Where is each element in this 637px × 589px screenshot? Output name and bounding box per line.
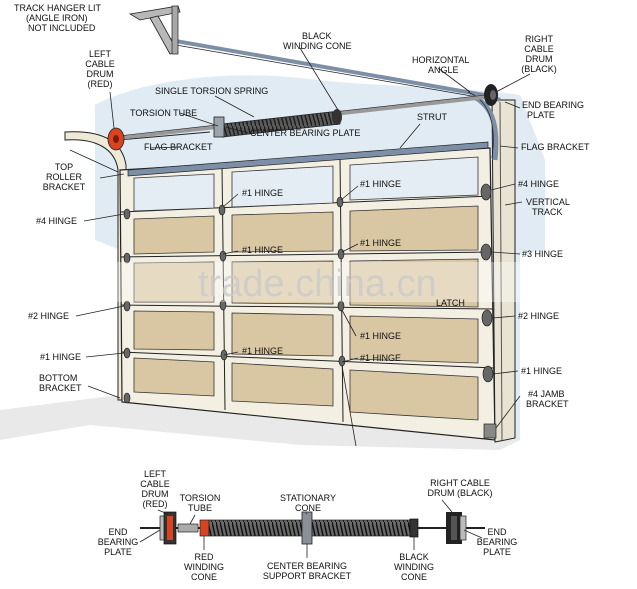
label-torsion-tube: TORSION TUBE — [130, 108, 197, 118]
asm-black-cone-3: CONE — [401, 572, 427, 582]
asm-center-support-2: SUPPORT BRACKET — [263, 571, 352, 581]
leader-lines — [75, 47, 531, 447]
label-left-drum-2: CABLE — [85, 59, 115, 69]
asm-end-right-1: END — [487, 527, 507, 537]
watermark: trade.china.cn — [0, 262, 637, 305]
hinges — [123, 183, 494, 404]
label-hinge4-right: #4 HINGE — [518, 179, 559, 189]
asm-end-left-1: END — [108, 527, 128, 537]
diagram-labels: TRACK HANGER LIT (ANGLE IRON) NOT INCLUD… — [14, 3, 590, 409]
asm-end-right-2: BEARING — [477, 537, 518, 547]
label-single-spring: SINGLE TORSION SPRING — [155, 86, 268, 96]
label-horizontal-angle-1: HORIZONTAL — [412, 55, 469, 65]
label-left-drum-4: (RED) — [88, 79, 113, 89]
label-hinge-e: #1 HINGE — [360, 331, 401, 341]
label-top-roller-1: TOP — [55, 162, 73, 172]
label-flag-right: FLAG BRACKET — [521, 142, 590, 152]
label-bottom-bracket-1: BOTTOM — [39, 373, 77, 383]
asm-stationary-2: CONE — [295, 503, 321, 513]
asm-black-cone-2: WINDING — [394, 562, 434, 572]
label-black-cone-2: WINDING CONE — [283, 41, 352, 51]
label-jamb-1: #4 JAMB — [528, 389, 565, 399]
label-strut: STRUT — [417, 112, 447, 122]
label-center-plate: CENTER BEARING PLATE — [250, 128, 360, 138]
label-hinge2-right: #2 HINGE — [518, 311, 559, 321]
asm-left-drum-2: CABLE — [140, 479, 170, 489]
asm-stationary-1: STATIONARY — [280, 493, 336, 503]
label-hinge-a: #1 HINGE — [242, 188, 283, 198]
label-latch: LATCH — [436, 298, 465, 308]
assembly-leaders — [139, 499, 483, 558]
asm-red-cone-3: CONE — [191, 572, 217, 582]
label-left-drum-1: LEFT — [89, 49, 112, 59]
asm-black-cone-1: BLACK — [399, 552, 429, 562]
label-right-drum-4: (BLACK) — [521, 64, 557, 74]
spring-assembly-diagram — [140, 511, 485, 545]
garage-door — [119, 147, 496, 441]
label-end-plate-1: END BEARING — [522, 100, 584, 110]
asm-end-left-3: PLATE — [104, 547, 132, 557]
asm-torsion-tube-1: TORSION — [180, 493, 221, 503]
label-black-cone-1: BLACK — [302, 31, 332, 41]
label-track-hanger-2: (ANGLE IRON) — [26, 13, 88, 23]
asm-left-drum-4: (RED) — [143, 499, 168, 509]
label-hinge-c: #1 HINGE — [242, 245, 283, 255]
label-jamb-2: BRACKET — [526, 399, 569, 409]
torsion-assembly — [107, 84, 498, 151]
asm-red-cone-1: RED — [194, 552, 214, 562]
label-right-drum-1: RIGHT — [525, 34, 554, 44]
strut — [127, 141, 489, 177]
label-track-hanger-3: NOT INCLUDED — [28, 23, 96, 33]
label-flag-left: FLAG BRACKET — [144, 142, 213, 152]
label-hinge-f: #1 HINGE — [242, 346, 283, 356]
asm-red-cone-2: WINDING — [184, 562, 224, 572]
asm-torsion-tube-2: TUBE — [188, 503, 212, 513]
track-hanger — [128, 5, 181, 55]
label-end-plate-2: PLATE — [527, 110, 555, 120]
label-horizontal-angle-2: ANGLE — [428, 65, 459, 75]
label-track-hanger: TRACK HANGER LIT — [14, 3, 102, 13]
label-hinge3: #3 HINGE — [522, 249, 563, 259]
label-hinge2-left: #2 HINGE — [28, 311, 69, 321]
label-hinge-g: #1 HINGE — [360, 353, 401, 363]
asm-left-drum-3: DRUM — [142, 489, 169, 499]
watermark-text: trade.china.cn — [198, 263, 437, 305]
label-right-drum-2: CABLE — [524, 44, 554, 54]
label-hinge1-left: #1 HINGE — [40, 352, 81, 362]
assembly-labels: LEFT CABLE DRUM (RED) TORSION TUBE STATI… — [98, 469, 518, 582]
label-vertical-track-1: VERTICAL — [526, 197, 570, 207]
label-hinge-d: #1 HINGE — [360, 238, 401, 248]
label-top-roller-2: ROLLER — [46, 172, 83, 182]
label-hinge-b: #1 HINGE — [360, 179, 401, 189]
asm-end-left-2: BEARING — [98, 537, 139, 547]
label-vertical-track-2: TRACK — [532, 207, 563, 217]
asm-center-support-1: CENTER BEARING — [267, 561, 347, 571]
label-bottom-bracket-2: BRACKET — [39, 383, 82, 393]
label-hinge1-right: #1 HINGE — [521, 366, 562, 376]
asm-right-drum-2: DRUM (BLACK) — [427, 488, 492, 498]
label-top-roller-3: BRACKET — [43, 182, 86, 192]
asm-right-drum-1: RIGHT CABLE — [430, 478, 490, 488]
asm-end-right-3: PLATE — [483, 547, 511, 557]
label-hinge4-left: #4 HINGE — [36, 216, 77, 226]
label-left-drum-3: DRUM — [87, 69, 114, 79]
label-right-drum-3: DRUM — [526, 54, 553, 64]
asm-left-drum-1: LEFT — [144, 469, 167, 479]
